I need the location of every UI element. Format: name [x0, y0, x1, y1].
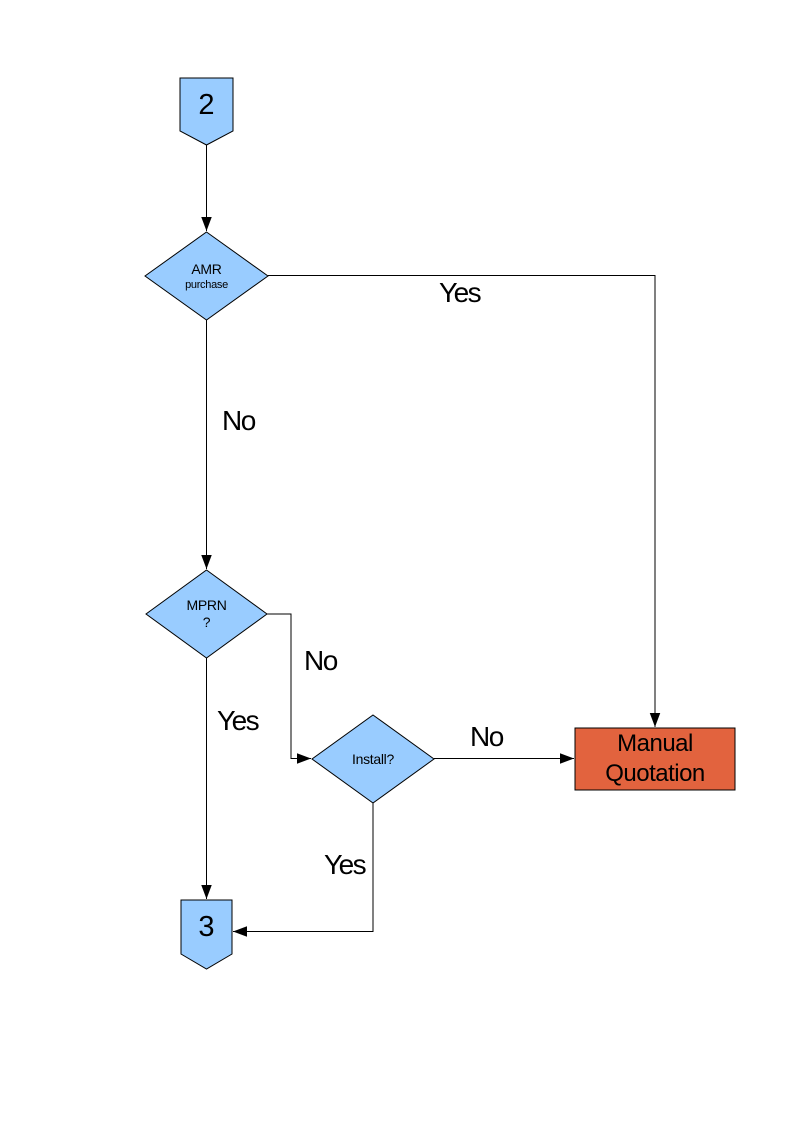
edge-amr-yes-to-manual: [268, 275, 661, 727]
offpage-connector-2-shape: [179, 77, 234, 146]
edge-label-mprn-yes: Yes: [217, 705, 260, 736]
manual-quotation-text: Manual Quotation: [575, 728, 735, 790]
amr-decision-text: AMR purchase: [145, 232, 268, 320]
edge-label-mprn-no: No: [304, 645, 338, 676]
install-decision-label: Install?: [352, 750, 394, 767]
edge-label-install-no: No: [470, 721, 504, 752]
mprn-decision-text: MPRN ?: [146, 570, 267, 658]
mprn-question-label: ?: [202, 614, 211, 630]
edge-install-yes-to-connector3: [233, 803, 374, 937]
install-decision-shape: [311, 714, 435, 804]
mprn-decision-label: MPRN: [186, 597, 227, 613]
connector-3-label: 3: [198, 910, 215, 943]
offpage-connector-3-shape: [180, 899, 233, 970]
amr-decision-sublabel: purchase: [185, 278, 228, 291]
manual-quotation-box-shape: [574, 727, 736, 791]
connector-2-label: 2: [198, 88, 215, 121]
manual-quotation-label-line2: Quotation: [605, 760, 705, 787]
mprn-decision-shape: [145, 569, 268, 659]
edge-mprn-no-to-install: [267, 613, 311, 764]
edge-label-amr-no: No: [222, 405, 256, 436]
edge-label-install-yes: Yes: [324, 849, 367, 880]
edge-label-amr-yes: Yes: [439, 277, 482, 308]
amr-decision-label: AMR: [191, 260, 222, 277]
amr-purchase-decision-shape: [144, 231, 269, 321]
manual-quotation-label-line1: Manual: [617, 730, 693, 757]
